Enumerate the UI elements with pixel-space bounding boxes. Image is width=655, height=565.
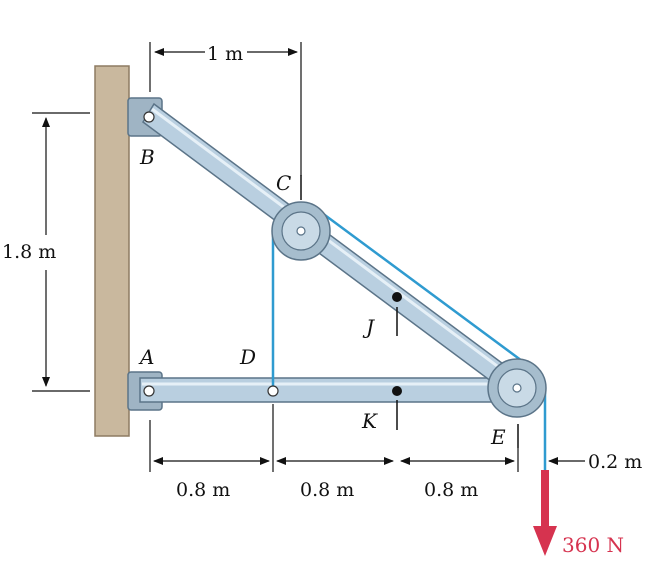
dim-seg3: 0.8 m bbox=[424, 479, 478, 501]
label-b: B bbox=[139, 145, 155, 169]
dim-seg1: 0.8 m bbox=[176, 479, 230, 501]
label-a: A bbox=[138, 345, 154, 369]
load-arrow-shaft bbox=[541, 470, 549, 528]
label-k: K bbox=[361, 409, 378, 433]
pin-b bbox=[143, 111, 155, 123]
dim-height: 1.8 m bbox=[2, 241, 56, 263]
member-be bbox=[142, 102, 523, 398]
pin-a bbox=[143, 385, 155, 397]
member-ae bbox=[139, 377, 523, 403]
pin-d bbox=[267, 385, 279, 397]
dim-seg2: 0.8 m bbox=[300, 479, 354, 501]
point-k bbox=[392, 386, 402, 396]
label-d: D bbox=[239, 345, 256, 369]
load-label: 360 N bbox=[562, 533, 624, 557]
load-arrow-head bbox=[533, 526, 557, 556]
label-j: J bbox=[362, 315, 375, 339]
dim-top: 1 m bbox=[207, 43, 243, 65]
wall bbox=[94, 65, 130, 437]
label-c: C bbox=[276, 171, 291, 195]
dim-radius: 0.2 m bbox=[588, 451, 642, 473]
point-j bbox=[392, 292, 402, 302]
label-e: E bbox=[490, 425, 506, 449]
cable-ce bbox=[317, 208, 538, 374]
